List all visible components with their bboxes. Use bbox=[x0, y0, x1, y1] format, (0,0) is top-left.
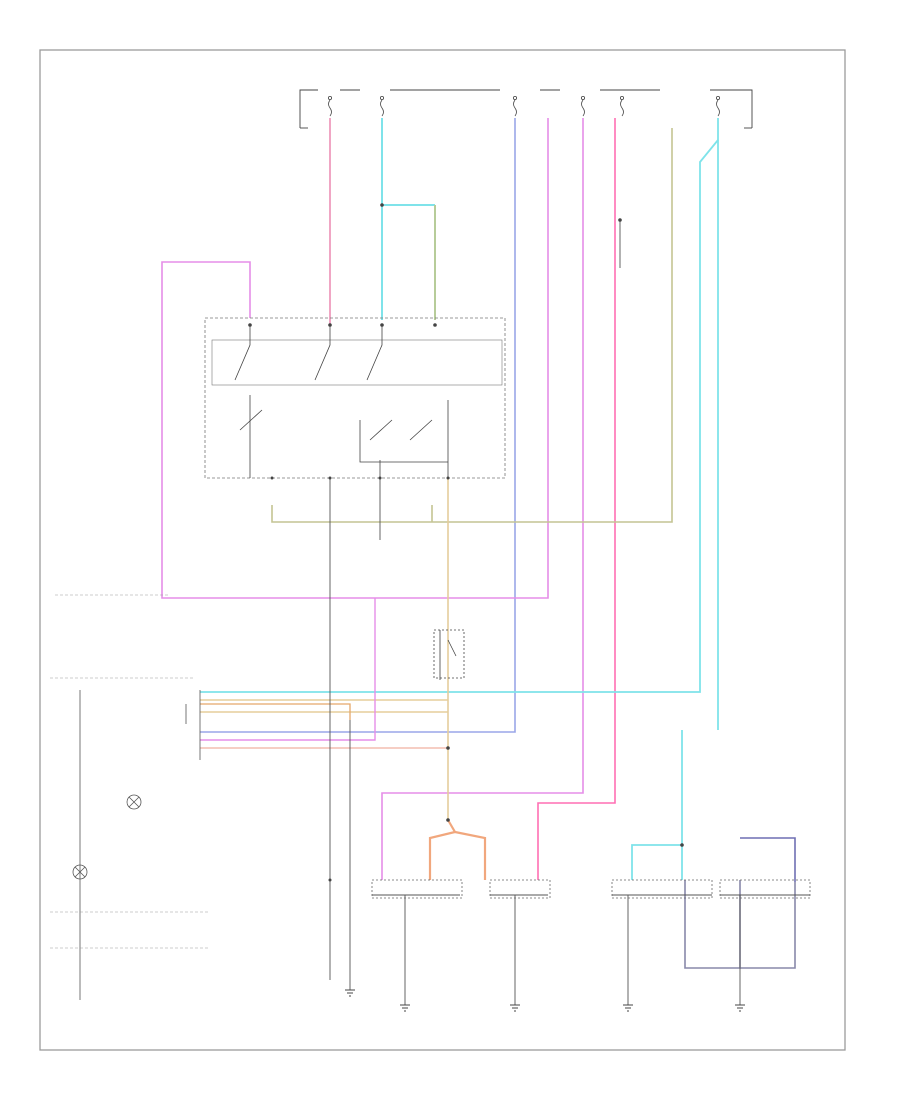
headlamp-switch-box bbox=[204, 317, 506, 480]
wire-cyan-park-left2 bbox=[631, 844, 682, 880]
wire-pink-headlamp-right bbox=[537, 118, 616, 880]
page-frame bbox=[39, 49, 846, 1051]
wire-cyan-main bbox=[381, 118, 435, 206]
wire-magenta-cluster bbox=[200, 598, 376, 741]
wire-magenta-loop bbox=[161, 118, 549, 599]
wire-grey-right bbox=[740, 882, 796, 969]
splice-dots bbox=[328, 203, 684, 882]
wire-black-set bbox=[329, 220, 810, 1005]
indicator-bulbs bbox=[72, 794, 142, 880]
wire-cyan-right bbox=[200, 118, 719, 693]
dimmer-switch bbox=[433, 629, 465, 679]
wire-navy-park bbox=[740, 837, 796, 882]
instrument-cluster bbox=[79, 690, 201, 1000]
wire-grey-harness bbox=[684, 880, 741, 969]
fuse-symbols bbox=[327, 96, 721, 117]
wire-olive-bus bbox=[271, 128, 673, 523]
wire-tan-cluster bbox=[200, 703, 351, 720]
wire-blue-main bbox=[200, 118, 516, 733]
fuse-box-bracket bbox=[299, 89, 753, 129]
wire-tan-dimmer bbox=[200, 699, 448, 713]
lamp-blocks bbox=[371, 879, 811, 899]
ground-symbols bbox=[345, 989, 745, 1012]
wire-pink-headlamp-left bbox=[381, 118, 584, 880]
wire-orange-headlamps bbox=[428, 819, 487, 880]
dashed-separators bbox=[50, 594, 210, 949]
